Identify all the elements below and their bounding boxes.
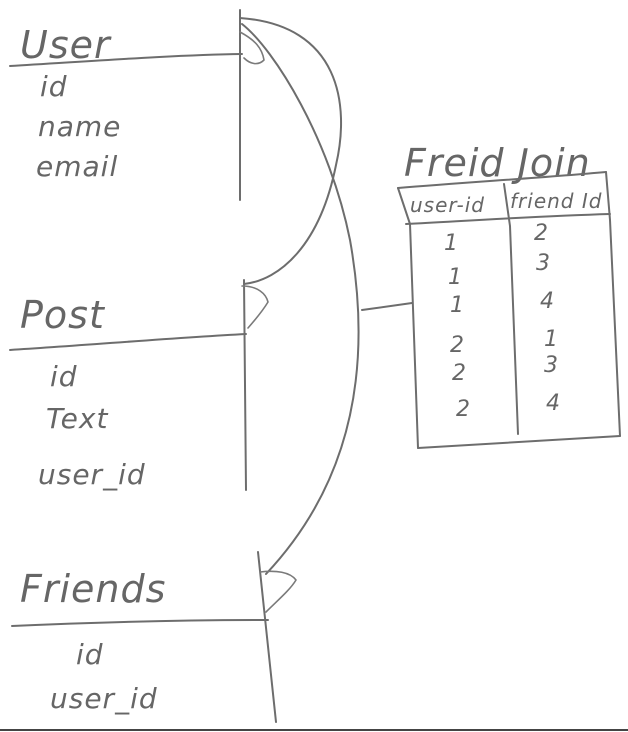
join-table-bottom-line	[417, 435, 621, 449]
join-table-left-line	[397, 187, 419, 449]
post-title-underline	[9, 333, 247, 351]
post-entity: Post id Text user_id	[9, 279, 247, 491]
user-title-underline	[9, 53, 243, 67]
post-field-id: id	[50, 360, 78, 393]
join-table-right-line	[605, 171, 621, 437]
friends-vertical-line	[257, 551, 277, 723]
user-field-email: email	[36, 150, 118, 183]
join-row-1-friend-id: 2	[534, 221, 549, 246]
join-header-user-id: user-id	[410, 193, 485, 217]
friends-field-id: id	[76, 638, 104, 671]
join-row-6-user-id: 2	[456, 397, 471, 422]
friends-title: Friends	[20, 567, 166, 611]
user-entity: User id name email	[9, 9, 243, 201]
user-field-id: id	[40, 70, 68, 103]
relationship-lines	[239, 17, 413, 613]
join-row-1-user-id: 1	[444, 231, 459, 256]
join-table-top-line	[397, 171, 607, 189]
join-connector-line	[361, 302, 413, 311]
friends-crowfoot	[259, 570, 297, 613]
user-post-curve	[239, 17, 342, 285]
join-row-2-friend-id: 3	[536, 251, 551, 276]
post-field-user-id: user_id	[38, 458, 146, 491]
post-vertical-line	[243, 279, 247, 491]
user-friends-curve	[241, 23, 360, 575]
join-row-6-friend-id: 4	[546, 391, 561, 416]
friends-entity: Friends id user_id	[11, 551, 277, 723]
user-crowfoot-top	[239, 31, 265, 65]
join-row-2-user-id: 1	[448, 265, 463, 290]
join-row-4-user-id: 2	[450, 333, 465, 358]
join-row-3-friend-id: 4	[540, 289, 555, 314]
post-field-text: Text	[46, 402, 108, 435]
post-crowfoot	[241, 285, 269, 329]
join-row-3-user-id: 1	[450, 293, 465, 318]
join-row-5-friend-id: 3	[544, 353, 559, 378]
post-title: Post	[20, 293, 106, 337]
join-header-friend-id: friend Id	[510, 189, 602, 213]
join-table-title: Freid Join	[404, 141, 591, 185]
join-row-4-friend-id: 1	[544, 327, 559, 352]
friends-field-user-id: user_id	[50, 682, 158, 715]
friends-title-underline	[11, 619, 269, 627]
user-title: User	[20, 23, 112, 67]
join-table-column-divider	[503, 183, 519, 435]
friend-join-table: Freid Join user-id friend Id 1 2 1 3 1 4…	[397, 141, 621, 449]
user-field-name: name	[38, 110, 121, 143]
join-row-5-user-id: 2	[452, 361, 467, 386]
